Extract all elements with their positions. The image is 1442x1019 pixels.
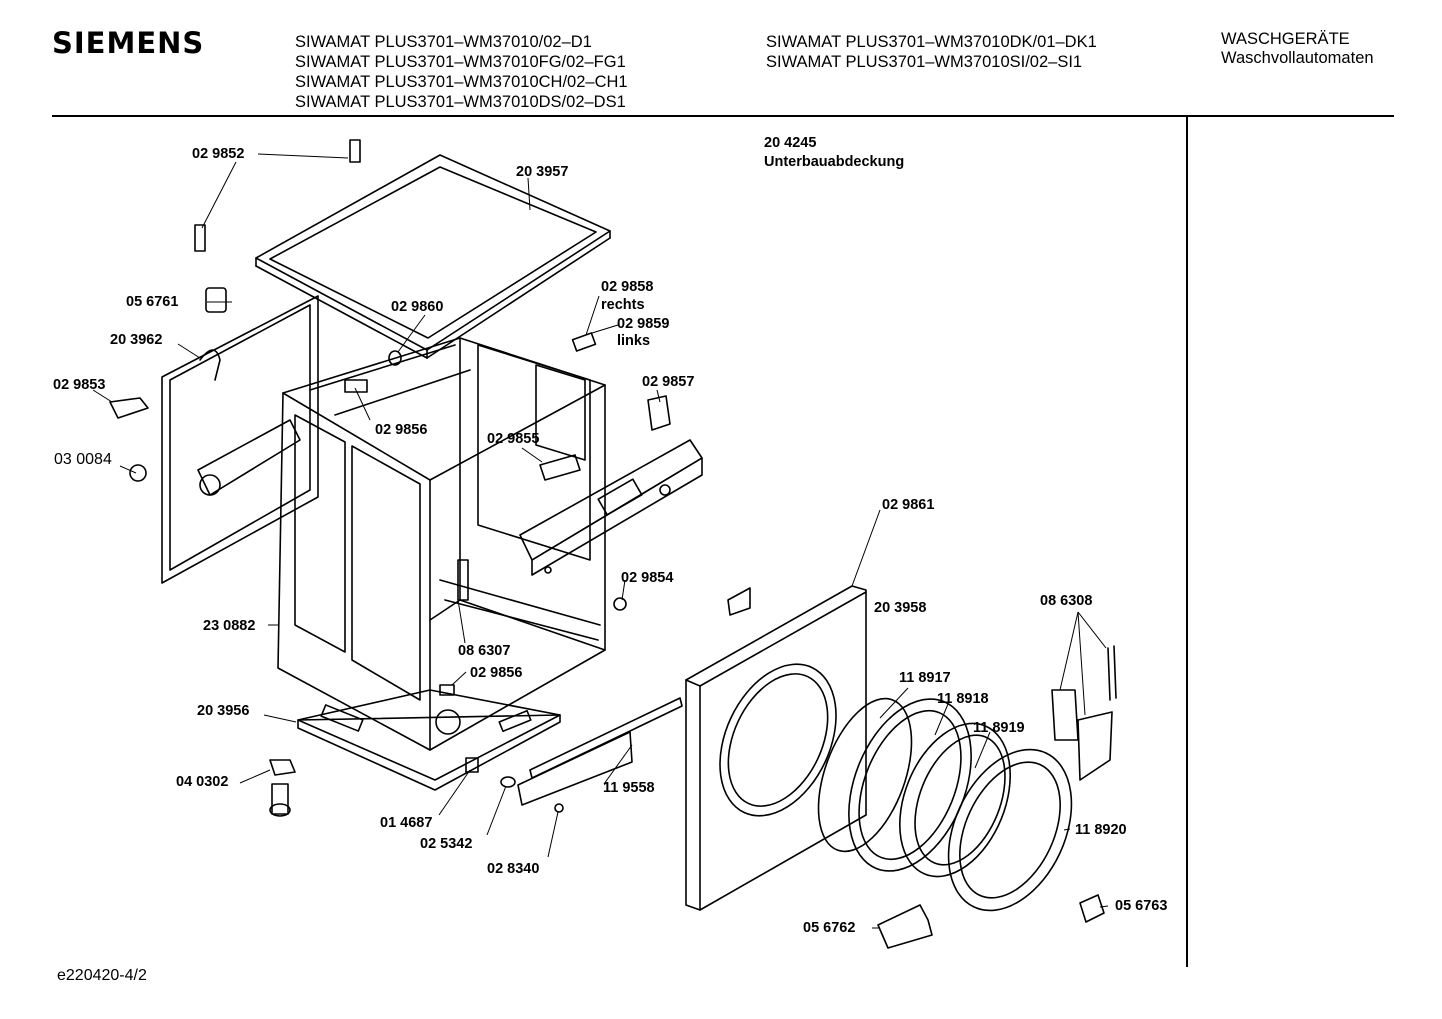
model-line: SIWAMAT PLUS3701–WM37010DK/01–DK1 [766,33,1097,51]
part-label: 02 9852 [192,146,245,162]
part-label-side: rechts [601,297,645,313]
model-line: SIWAMAT PLUS3701–WM37010SI/02–SI1 [766,53,1083,71]
part-label: 02 9859 [617,316,670,332]
part-label: 08 6307 [458,643,511,659]
part-label: 11 8919 [973,720,1025,736]
part-label: 02 9853 [53,377,106,393]
part-label: 11 9558 [603,780,655,796]
door-hinge [1052,646,1116,780]
kick-strip [518,698,682,805]
part-label-side: links [617,333,651,349]
part-label: 02 9856 [470,665,523,681]
small-parts [110,140,1104,948]
part-label: 02 9857 [642,374,695,390]
door-outer-ring [924,730,1096,931]
part-label: 20 3958 [874,600,927,616]
category-subtitle: Waschvollautomaten [1221,49,1374,67]
part-label: 01 4687 [380,815,433,831]
gasket-ring [800,686,930,864]
part-label: 02 9860 [391,299,444,315]
model-line: SIWAMAT PLUS3701–WM37010CH/02–CH1 [295,73,628,91]
part-label: 02 5342 [420,836,473,852]
note-part-number: 20 4245 [764,135,817,151]
header-rule [52,115,1394,117]
top-cover [256,155,610,358]
part-label: 02 9861 [882,497,935,513]
part-label: 02 9854 [621,570,674,586]
note-description: Unterbauabdeckung [764,154,905,170]
part-label: 05 6761 [126,294,179,310]
model-list-secondary: SIWAMAT PLUS3701–WM37010DK/01–DK1 SIWAMA… [766,32,1097,72]
part-label: 02 9856 [375,422,428,438]
part-label: 02 9858 [601,279,654,295]
part-label: 11 8918 [937,691,989,707]
model-line: SIWAMAT PLUS3701–WM37010DS/02–DS1 [295,93,626,111]
part-label: 23 0882 [203,618,256,634]
door-glass [879,707,1032,893]
part-label: 11 8917 [899,670,951,686]
side-panel [162,296,318,583]
part-label: 03 0084 [54,451,112,468]
part-label: 05 6762 [803,920,856,936]
category-title: WASCHGERÄTE [1221,30,1350,48]
part-label: 04 0302 [176,774,229,790]
part-label: 02 9855 [487,431,540,447]
part-label: 08 6308 [1040,593,1093,609]
drawing-code: e220420-4/2 [57,967,147,984]
door-frame-inner [825,681,994,889]
model-list-primary: SIWAMAT PLUS3701–WM37010/02–D1 SIWAMAT P… [295,32,628,112]
model-line: SIWAMAT PLUS3701–WM37010FG/02–FG1 [295,53,626,71]
cabinet-frame [278,338,605,750]
model-line: SIWAMAT PLUS3701–WM37010/02–D1 [295,33,592,51]
part-label: 20 3957 [516,164,569,180]
part-label: 02 8340 [487,861,540,877]
brand-logo: SIEMENS [52,26,205,60]
category-heading: WASCHGERÄTE Waschvollautomaten [1221,30,1374,68]
leader-lines [93,154,1108,928]
part-label: 11 8920 [1075,822,1127,838]
column-divider [1186,117,1188,967]
part-label: 20 3962 [110,332,163,348]
control-panel-rail [520,440,702,575]
part-label: 20 3956 [197,703,250,719]
base-plate [298,690,560,790]
part-label: 05 6763 [1115,898,1168,914]
part-note: 20 4245 Unterbauabdeckung [764,134,904,172]
front-panel [686,586,866,910]
